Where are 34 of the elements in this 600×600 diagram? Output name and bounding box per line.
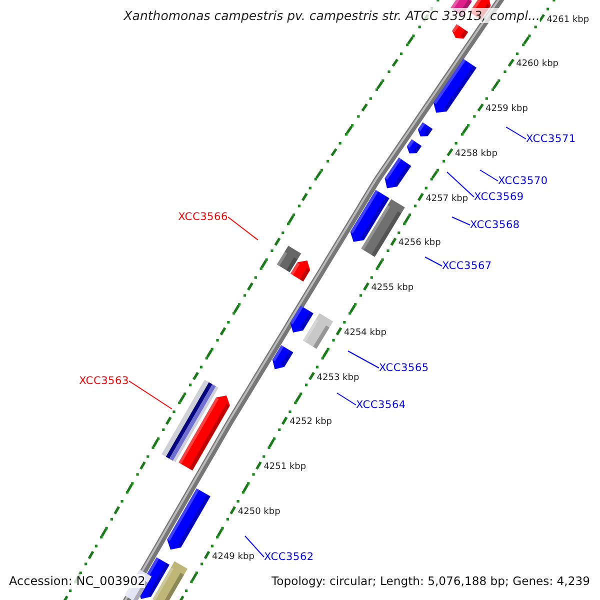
scale-label: 4261 kbp bbox=[546, 14, 590, 26]
scale-label: 4256 kbp bbox=[398, 238, 441, 250]
leader-line bbox=[244, 536, 264, 558]
leader-line bbox=[228, 216, 258, 240]
leader-line bbox=[128, 380, 172, 410]
scale-label: 4258 kbp bbox=[455, 148, 498, 160]
scale-label: 4257 kbp bbox=[426, 194, 468, 204]
gene-label: XCC3565 bbox=[379, 362, 429, 374]
leader-line bbox=[480, 170, 498, 182]
scale-label: 4249 kbp bbox=[212, 552, 254, 562]
leader-line bbox=[348, 350, 380, 368]
leader-line bbox=[336, 392, 356, 406]
leader-line bbox=[452, 216, 470, 226]
scale-label: 4251 kbp bbox=[264, 462, 306, 473]
leader-line bbox=[506, 126, 526, 140]
gene-label: XCC3569 bbox=[474, 190, 524, 204]
leader-line bbox=[446, 172, 474, 198]
gene-label: XCC3567 bbox=[442, 260, 492, 272]
leader-line bbox=[424, 256, 442, 266]
gene-label: XCC3563 bbox=[79, 374, 129, 388]
genome-summary: Topology: circular; Length: 5,076,188 bp; Genes: 4,239 bbox=[272, 574, 590, 588]
gene-label: XCC3564 bbox=[356, 398, 406, 412]
scale-label: 4254 kbp bbox=[344, 328, 386, 339]
scale-label: 4252 kbp bbox=[290, 417, 332, 428]
gene-label: XCC3570 bbox=[498, 174, 548, 188]
scale-label: 4253 kbp bbox=[316, 372, 360, 384]
scale-label: 4260 kbp bbox=[516, 59, 558, 70]
gene-label: XCC3571 bbox=[526, 132, 576, 146]
gene-label: XCC3562 bbox=[264, 550, 314, 564]
scale-label: 4250 kbp bbox=[238, 506, 280, 518]
gene-label: XCC3568 bbox=[470, 218, 520, 232]
gene-label: XCC3566 bbox=[178, 210, 228, 224]
scale-label: 4259 kbp bbox=[486, 104, 528, 115]
scale-label: 4255 kbp bbox=[371, 283, 414, 294]
